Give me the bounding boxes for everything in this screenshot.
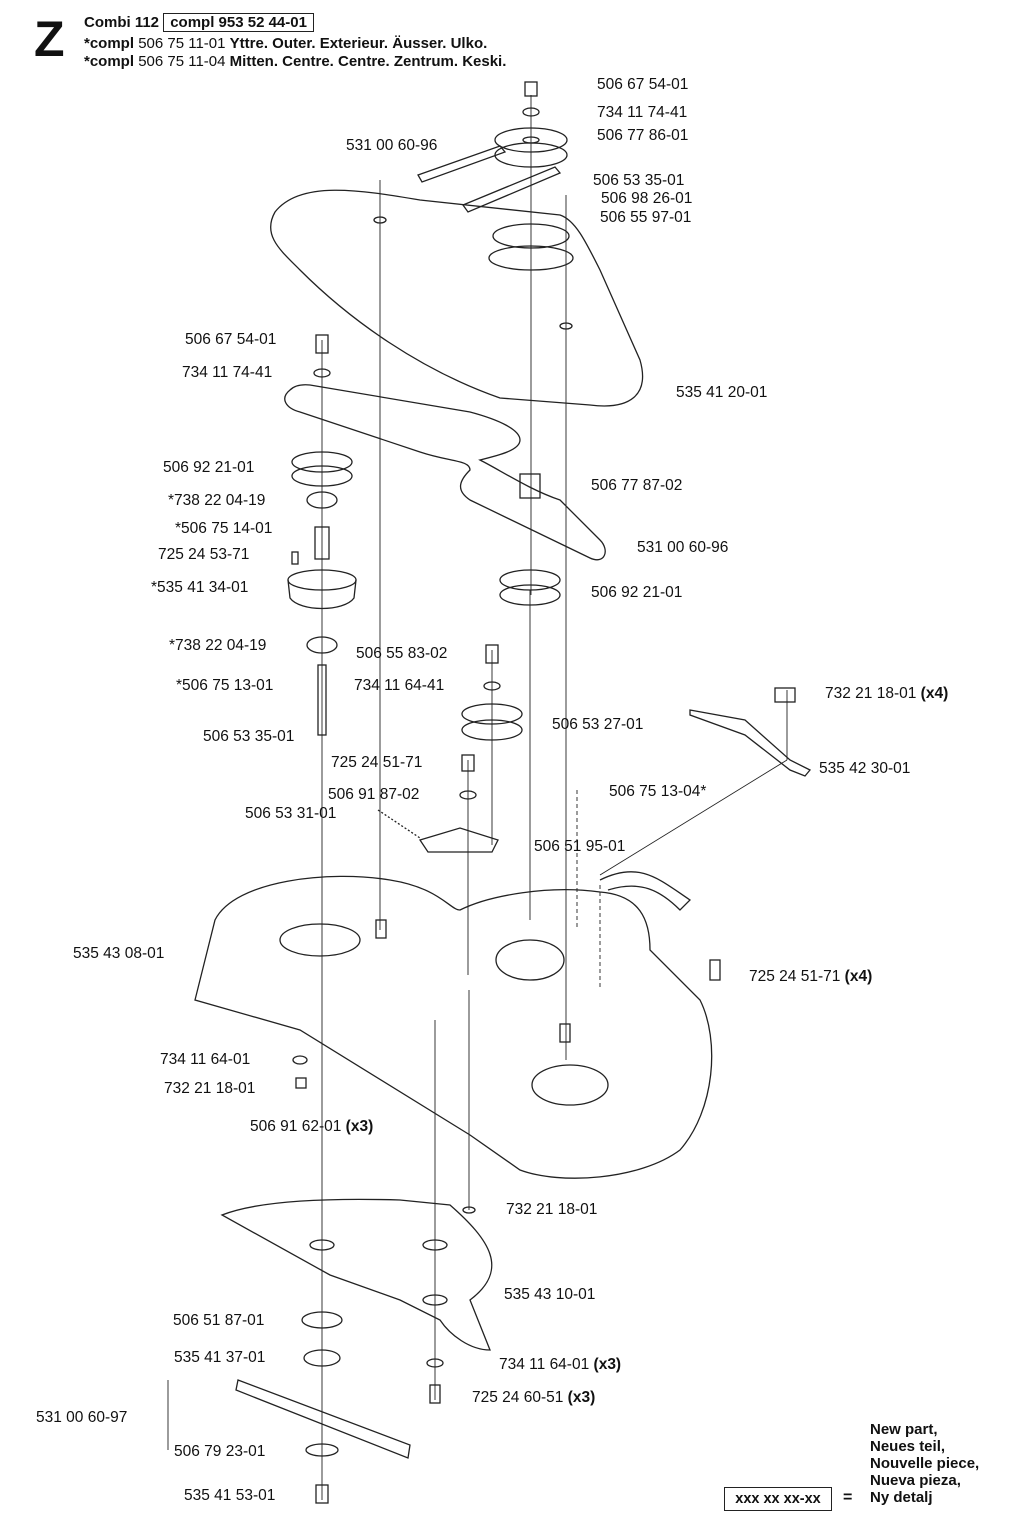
part-label: 732 21 18-01 (x4) [825, 685, 949, 702]
mower-deck [194, 871, 713, 1179]
part-label: 506 75 13-04* [609, 783, 707, 800]
legend-equals: = [843, 1489, 853, 1506]
kit1-line: *compl 506 75 11-01 Yttre. Outer. Exteri… [84, 35, 487, 53]
section-letter: Z [34, 11, 65, 67]
blade-stack [235, 959, 721, 1504]
assembly-axis-lines [167, 95, 788, 1500]
part-label: 725 24 51-71 (x4) [749, 968, 873, 985]
part-label: 734 11 64-01 [160, 1051, 251, 1068]
part-label: 506 77 86-01 [597, 127, 689, 144]
part-label: *506 75 13-01 [176, 677, 274, 694]
part-label: 506 53 27-01 [552, 716, 644, 733]
legend-line: New part, [870, 1421, 938, 1438]
part-label: 506 92 21-01 [163, 459, 255, 476]
part-label: 734 11 74-41 [597, 104, 688, 121]
legend-line: Ny detalj [870, 1489, 933, 1506]
part-label: 506 55 97-01 [600, 209, 692, 226]
part-label: 506 92 21-01 [591, 584, 683, 601]
part-label: *535 41 34-01 [151, 579, 249, 596]
part-label: 506 53 35-01 [203, 728, 295, 745]
part-label: 734 11 64-01 (x3) [499, 1356, 622, 1373]
deck-lower-plate [220, 1198, 493, 1351]
assembly-code: compl 953 52 44-01 [163, 13, 314, 32]
part-label: 732 21 18-01 [164, 1080, 256, 1097]
part-label: 531 00 60-96 [637, 539, 729, 556]
kit1-prefix: *compl [84, 35, 135, 52]
header-model-line: Combi 112 compl 953 52 44-01 [84, 13, 314, 32]
center-idler-parts [377, 473, 561, 853]
part-label: 535 41 53-01 [184, 1487, 276, 1504]
new-part-legend: New part, Neues teil, Nouvelle piece, Nu… [870, 1421, 979, 1506]
v-belt [284, 384, 606, 561]
part-label: 531 00 60-97 [36, 1409, 128, 1426]
part-label: 734 11 74-41 [182, 364, 273, 381]
part-label: 506 67 54-01 [597, 76, 689, 93]
model-name: Combi 112 [84, 14, 160, 31]
part-label: 535 41 37-01 [174, 1349, 266, 1366]
kit2-line: *compl 506 75 11-04 Mitten. Centre. Cent… [84, 53, 506, 71]
part-label: 506 98 26-01 [601, 190, 693, 207]
legend-line: Nouvelle piece, [870, 1455, 980, 1472]
part-label: 535 43 08-01 [73, 945, 165, 962]
part-label: 725 24 51-71 [331, 754, 423, 771]
left-spindle-stack [287, 334, 357, 736]
part-label: 506 51 87-01 [173, 1312, 265, 1329]
part-label: 506 53 31-01 [245, 805, 337, 822]
part-label: *738 22 04-19 [169, 637, 267, 654]
part-label: 506 67 54-01 [185, 331, 277, 348]
legend-line: Nueva pieza, [870, 1472, 961, 1489]
part-label: 506 79 23-01 [174, 1443, 266, 1460]
part-label: 506 77 87-02 [591, 477, 683, 494]
part-label: *738 22 04-19 [168, 492, 266, 509]
kit1-code: 506 75 11-01 [138, 35, 226, 52]
kit2-desc: Mitten. Centre. Centre. Zentrum. Keski. [229, 53, 507, 70]
part-label: *506 75 14-01 [175, 520, 273, 537]
kit1-desc: Yttre. Outer. Exterieur. Äusser. Ulko. [229, 35, 488, 52]
belt-cover [269, 189, 644, 407]
part-label: 506 91 62-01 (x3) [250, 1118, 374, 1135]
part-label: 535 41 20-01 [676, 384, 768, 401]
part-label: 725 24 53-71 [158, 546, 250, 563]
legend-line: Neues teil, [870, 1438, 946, 1455]
part-label: 535 43 10-01 [504, 1286, 596, 1303]
part-label: 506 51 95-01 [534, 838, 626, 855]
kit2-code: 506 75 11-04 [138, 53, 226, 70]
deck-bracket [689, 709, 812, 777]
kit2-prefix: *compl [84, 53, 135, 70]
part-label: 734 11 64-41 [354, 677, 445, 694]
part-label: 506 55 83-02 [356, 645, 448, 662]
part-label: 732 21 18-01 [506, 1201, 598, 1218]
part-label: 506 91 87-02 [328, 786, 420, 803]
legend-placeholder-box: xxx xx xx-xx [724, 1487, 832, 1511]
part-label: 531 00 60-96 [346, 137, 438, 154]
part-label: 535 42 30-01 [819, 760, 911, 777]
part-label: 725 24 60-51 (x3) [472, 1389, 596, 1406]
part-label: 506 53 35-01 [593, 172, 685, 189]
